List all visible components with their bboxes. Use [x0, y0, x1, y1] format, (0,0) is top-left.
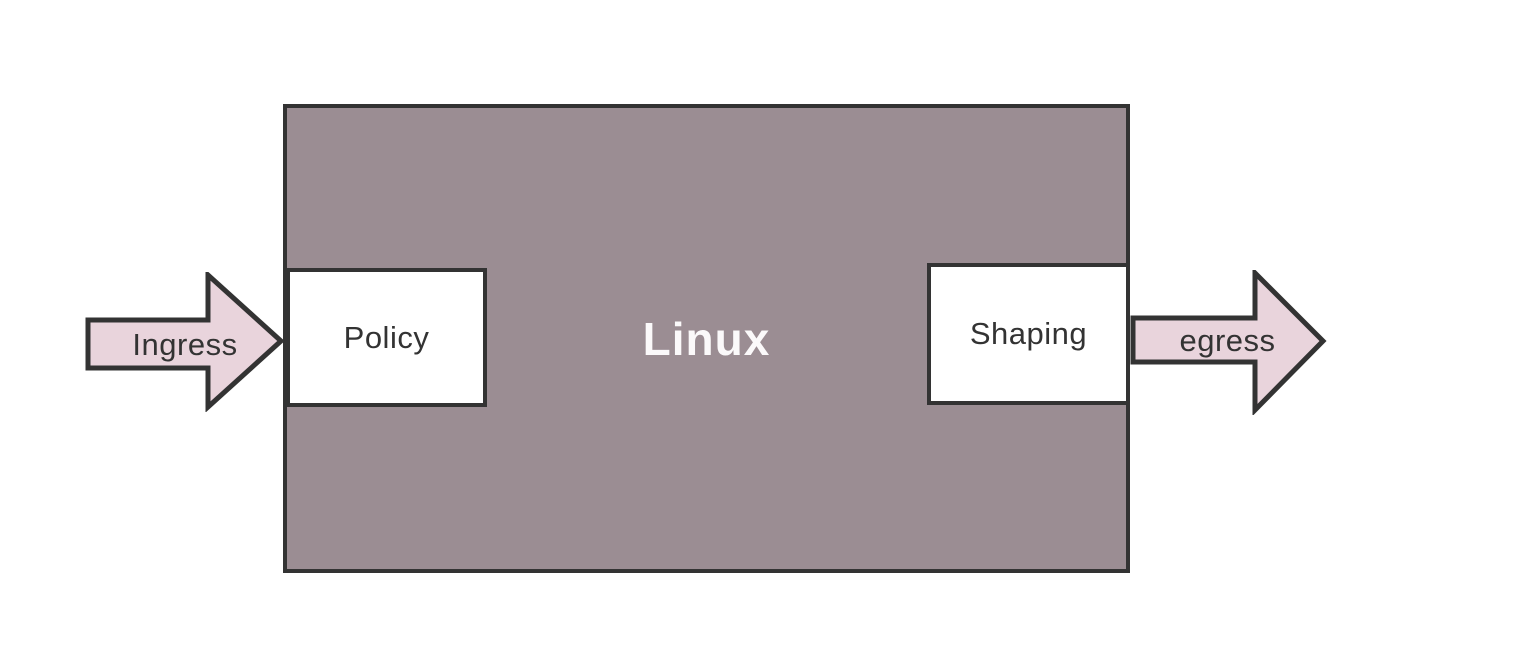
linux-box-label: Linux — [642, 312, 771, 365]
ingress-arrow-label: Ingress — [132, 327, 238, 362]
policy-box-label: Policy — [343, 319, 430, 355]
ingress-arrow — [85, 272, 285, 412]
egress-arrow — [1130, 270, 1327, 415]
shaping-box-label: Shaping — [969, 316, 1088, 351]
egress-arrow-shape — [1130, 270, 1327, 415]
egress-arrow-label: egress — [1179, 323, 1276, 358]
ingress-arrow-shape — [85, 272, 285, 412]
shaping-box: Shaping — [927, 263, 1130, 405]
policy-box: Policy — [286, 268, 487, 407]
